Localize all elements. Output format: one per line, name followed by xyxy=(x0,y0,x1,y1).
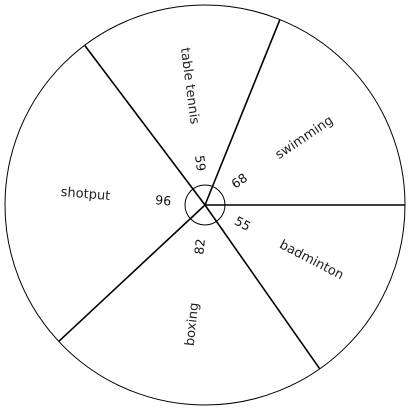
angle-label-swimming: 68 xyxy=(228,170,250,191)
slice-label-shotput: shotput xyxy=(60,185,111,204)
angle-label-boxing: 82 xyxy=(191,238,208,255)
slice-label-boxing: boxing xyxy=(183,302,202,347)
angle-label-table-tennis: 59 xyxy=(192,154,209,172)
angle-label-badminton: 55 xyxy=(232,213,253,234)
center-angle-marker xyxy=(184,184,226,226)
slice-dividers xyxy=(58,19,405,370)
divider-boxing xyxy=(58,204,206,342)
divider-table-tennis xyxy=(204,19,281,206)
divider-badminton xyxy=(204,204,321,370)
divider-shotput xyxy=(84,44,206,206)
angle-label-shotput: 96 xyxy=(155,192,172,208)
